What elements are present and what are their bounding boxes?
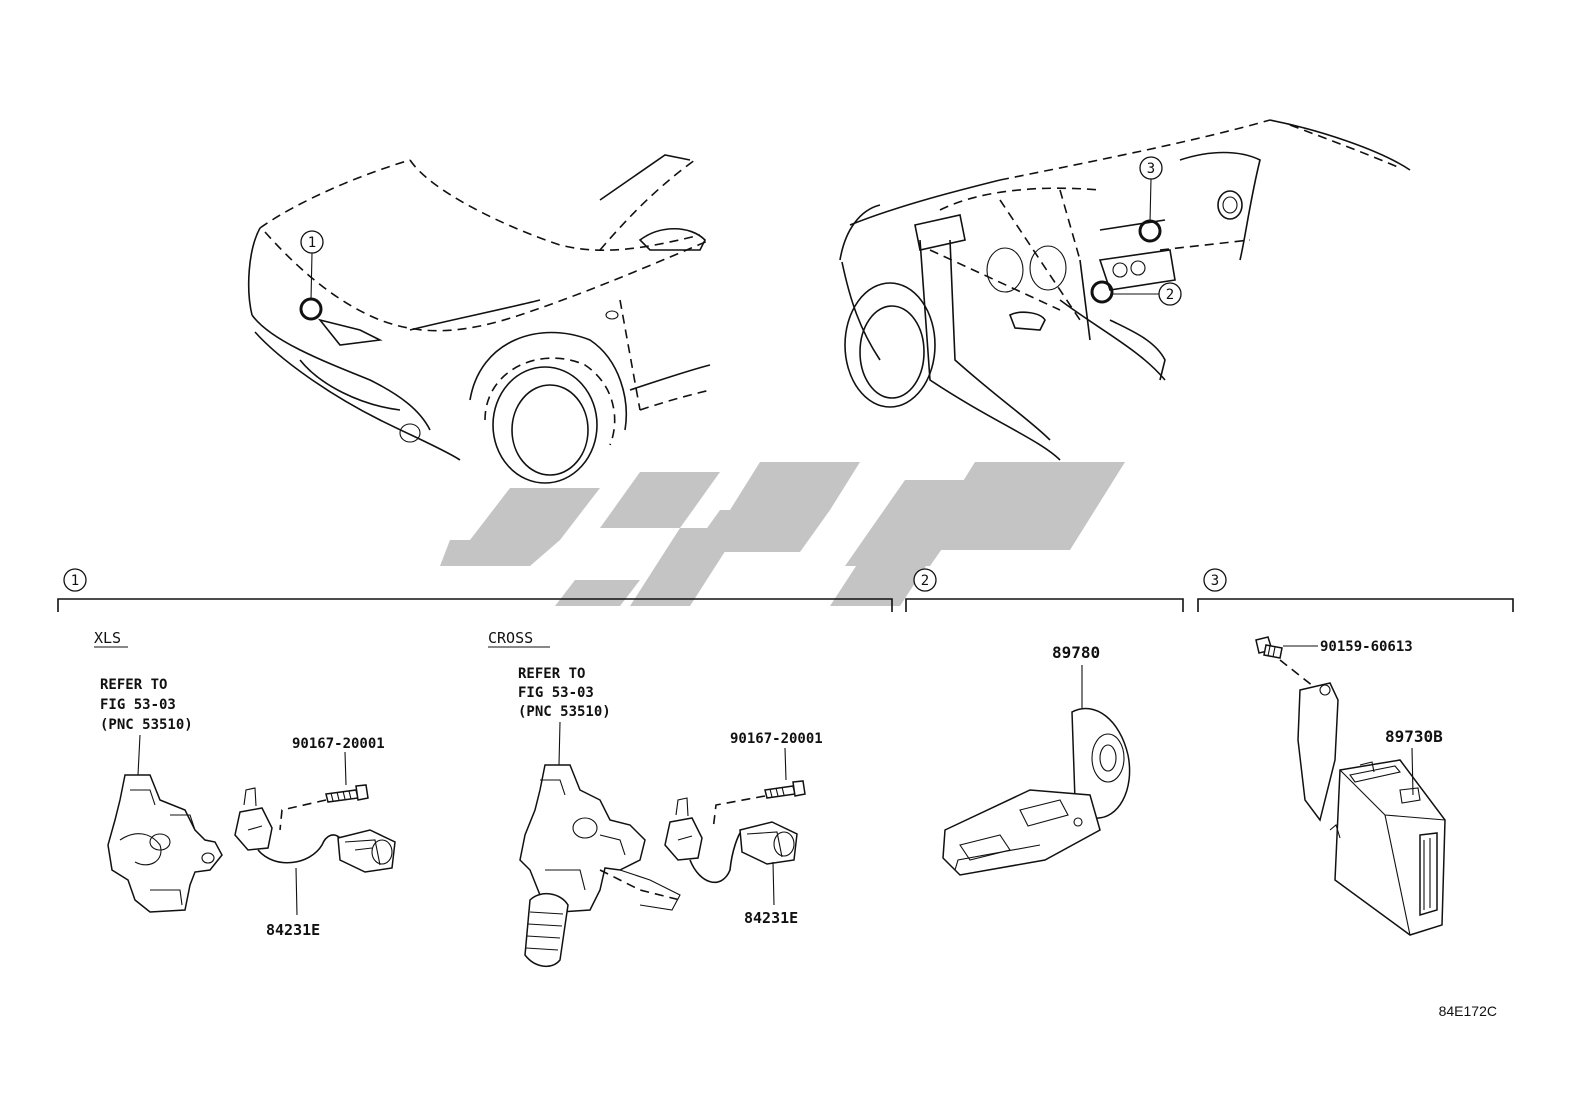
cross-switch-part-number: 84231E: [744, 909, 798, 927]
xls-refer-line-3: (PNC 53510): [100, 717, 193, 733]
car-front-illustration: [247, 154, 711, 484]
callout-2-group: 2: [1090, 280, 1182, 306]
location-marker-2: [1090, 280, 1114, 304]
xls-switch-part-number: 84231E: [266, 921, 320, 939]
callout-3-group: 3: [1138, 156, 1163, 243]
xls-variant: XLS REFER TO FIG 53-03 (PNC 53510) 90167…: [94, 629, 396, 939]
callout-circle-3: [1139, 156, 1163, 180]
section-3-bracket: [1197, 598, 1514, 612]
location-marker-3: [1138, 219, 1162, 243]
section-3-marker: 3: [1211, 573, 1219, 589]
xls-refer-line-2: FIG 53-03: [100, 697, 176, 713]
watermark-logo: [440, 462, 1125, 606]
section-2-header: 2: [905, 568, 1184, 612]
ecu-part-number: 89730B: [1385, 727, 1443, 746]
callout-circle-2: [1158, 282, 1182, 306]
cross-courtesy-switch-drawing: [664, 797, 798, 884]
car-interior-illustration: [839, 119, 1411, 461]
cross-refer-line-3: (PNC 53510): [518, 704, 611, 720]
callout-number-1: 1: [308, 235, 316, 251]
ecu-bolt-drawing: [1255, 636, 1283, 659]
section-3-header: 3: [1197, 568, 1514, 612]
xls-refer-line-1: REFER TO: [100, 677, 167, 693]
callout-number-2: 2: [1166, 287, 1174, 303]
cross-heading: CROSS: [488, 629, 533, 647]
section-2-bracket: [905, 598, 1184, 612]
callout-number-3: 3: [1147, 161, 1155, 177]
horn-part-number: 89780: [1052, 643, 1100, 662]
ecu-section: 90159-60613 89730B: [1255, 636, 1446, 936]
xls-heading: XLS: [94, 629, 121, 647]
xls-bolt-part-number: 90167-20001: [292, 736, 385, 752]
xls-hood-lock-drawing: [107, 774, 223, 913]
cross-bolt-drawing: [764, 780, 806, 799]
xls-bolt-drawing: [325, 784, 369, 803]
ecu-unit-drawing: [1297, 682, 1446, 936]
section-1-header: 1: [57, 568, 893, 612]
section-2-marker: 2: [921, 573, 929, 589]
callout-1-group: 1: [299, 230, 324, 321]
horn-drawing: [942, 707, 1131, 876]
callout-circle-1: [300, 230, 324, 254]
horn-section: 89780: [942, 643, 1131, 876]
cross-hood-lock-drawing: [519, 764, 681, 967]
cross-variant: CROSS REFER TO FIG 53-03 (PNC 53510) 901…: [488, 629, 823, 967]
ecu-bolt-part-number: 90159-60613: [1320, 639, 1413, 655]
cross-refer-line-2: FIG 53-03: [518, 685, 594, 701]
figure-code: 84E172C: [1439, 1003, 1497, 1019]
section-1-bracket: [57, 598, 893, 612]
cross-bolt-part-number: 90167-20001: [730, 731, 823, 747]
cross-refer-line-1: REFER TO: [518, 666, 585, 682]
location-marker-1: [299, 297, 323, 321]
section-1-marker: 1: [71, 573, 79, 589]
xls-courtesy-switch-drawing: [234, 787, 396, 873]
